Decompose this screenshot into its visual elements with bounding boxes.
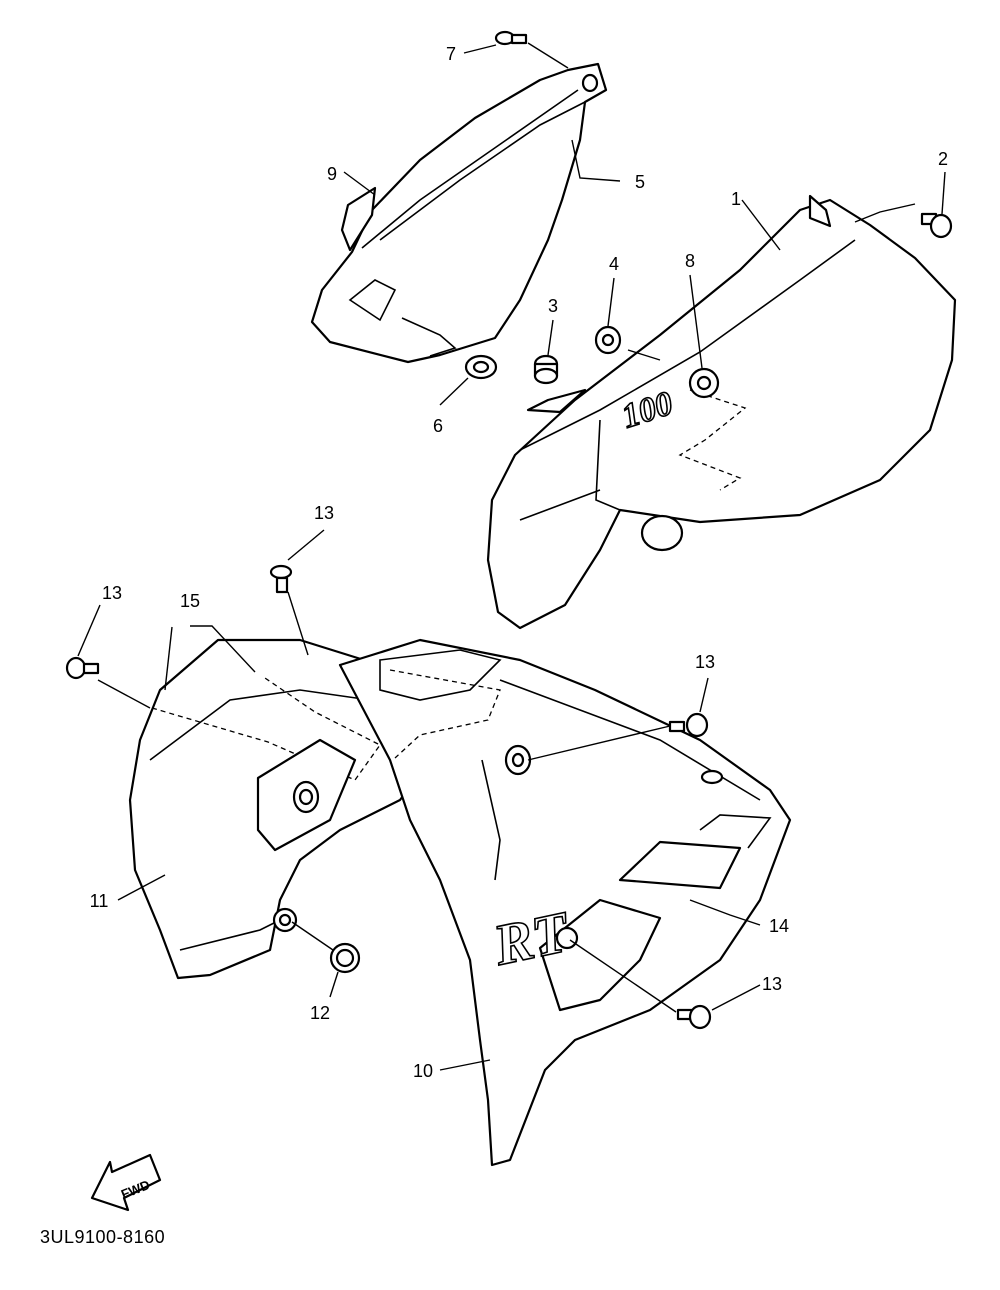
grommet-3-icon xyxy=(533,354,559,385)
callout-3: 3 xyxy=(548,296,558,316)
callout-11: 11 xyxy=(90,891,109,911)
side-cover-upper xyxy=(310,62,608,364)
fairing-10: RT xyxy=(338,638,792,1167)
callout-4: 4 xyxy=(609,254,619,274)
callout-labels: 1 2 3 4 5 6 7 8 9 10 11 12 13 13 13 13 1… xyxy=(90,44,948,1081)
bolt-13-left-icon xyxy=(65,656,100,680)
side-panel-1: 100 xyxy=(486,194,957,630)
bolt-2-icon xyxy=(920,212,953,239)
callout-9: 9 xyxy=(327,164,337,184)
callout-1: 1 xyxy=(731,189,741,209)
callout-12: 12 xyxy=(310,1003,330,1023)
callout-13-top: 13 xyxy=(314,503,334,523)
callout-13-right: 13 xyxy=(695,652,715,672)
callout-14: 14 xyxy=(769,916,789,936)
bolt-7-icon xyxy=(494,30,528,46)
callout-2: 2 xyxy=(938,149,948,169)
callout-15: 15 xyxy=(180,591,200,611)
callout-5: 5 xyxy=(635,172,645,192)
grommet-6-icon xyxy=(464,354,498,380)
callout-8: 8 xyxy=(685,251,695,271)
callout-6: 6 xyxy=(433,416,443,436)
grommet-4-icon xyxy=(594,325,622,355)
callout-13-left: 13 xyxy=(102,583,122,603)
diagram-code: 3UL9100-8160 xyxy=(40,1227,165,1247)
fwd-arrow-icon: FWD xyxy=(90,1153,162,1212)
grommet-12-icon xyxy=(329,942,361,974)
bolt-13-bottom-icon xyxy=(676,1004,712,1030)
callout-13-bottom: 13 xyxy=(762,974,782,994)
leader-lines xyxy=(77,42,946,1071)
side-cover-11 xyxy=(128,638,432,980)
bolt-13-top-icon xyxy=(269,564,293,594)
callout-10: 10 xyxy=(413,1061,433,1081)
tab-part-9 xyxy=(340,186,377,252)
callout-7: 7 xyxy=(446,44,456,64)
bracket-icon xyxy=(526,388,587,414)
